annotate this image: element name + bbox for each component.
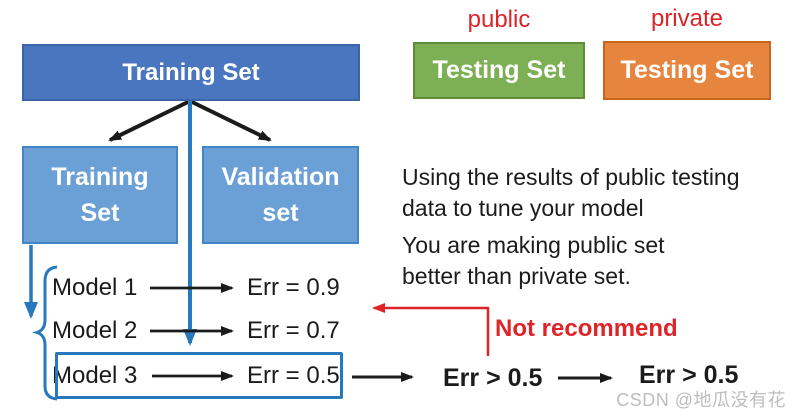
watermark: CSDN @地瓜没有花 [616,390,786,410]
model-1-err: Err = 0.9 [247,274,340,301]
private-err-value: Err > 0.5 [639,361,739,389]
split-arrow-left [108,99,191,142]
public-testing-set-label: Testing Set [432,56,566,84]
model-1-label: Model 1 [52,274,138,301]
public-testing-set-box: Testing Set [413,42,585,99]
note-line-3: You are making public set [402,232,665,258]
private-label: private [650,5,724,32]
training-set-top-label: Training Set [122,58,260,86]
note-text: Using the results of public testing data… [402,162,784,292]
model-2-err: Err = 0.7 [247,317,340,344]
validation-set-label: Validation set [221,163,340,227]
model-3-err: Err = 0.5 [247,362,340,389]
training-set-top-box: Training Set [22,44,360,101]
public-label: public [467,6,531,33]
note-line-2: data to tune your model [402,195,644,221]
model-2-label: Model 2 [52,317,138,344]
not-recommend-arrow [372,303,490,356]
training-set-sub-label: Training Set [51,163,149,227]
model-3-label: Model 3 [52,362,138,389]
validation-set-box: Validation set [202,146,359,244]
training-set-sub-box: Training Set [22,146,178,244]
split-arrow-right [189,99,272,142]
model-3-highlight-box [55,352,343,399]
public-err-value: Err > 0.5 [443,364,543,392]
not-recommend-label: Not recommend [495,315,678,342]
note-line-4: better than private set. [402,263,631,289]
private-testing-set-box: Testing Set [603,41,771,100]
private-testing-set-label: Testing Set [620,56,754,84]
note-line-1: Using the results of public testing [402,164,740,190]
